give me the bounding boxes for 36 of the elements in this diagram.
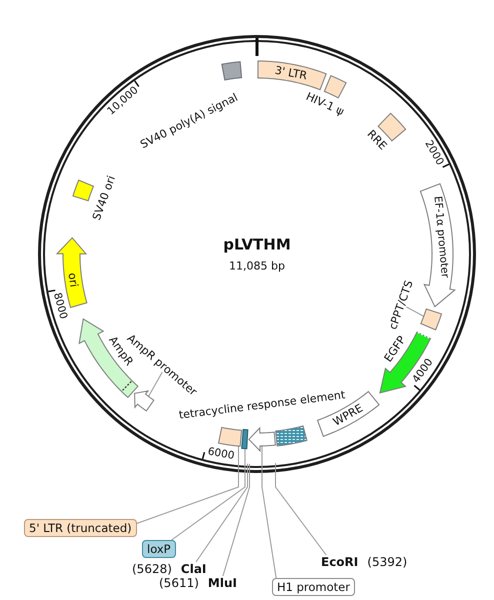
enzyme-name: EcoRI [321, 555, 358, 569]
leader-line [262, 445, 277, 578]
pointed-feature-block [247, 426, 277, 452]
tick-label: 6000 [206, 446, 235, 462]
leader-line [195, 463, 248, 562]
leader-line [171, 448, 246, 540]
leader-line [136, 446, 239, 524]
feature-label: 3' LTR [274, 64, 308, 82]
pointed-feature-block [133, 389, 155, 412]
enzyme-name: MluI [208, 576, 237, 590]
cut-position: (5392) [367, 555, 408, 569]
pointed-feature-block [419, 182, 456, 308]
feature-block [274, 424, 308, 447]
feature-label: ori [66, 272, 80, 288]
leader-line [275, 462, 327, 556]
tick-label: 8000 [52, 292, 69, 320]
feature-tag: loxP [142, 540, 176, 558]
plasmid-size: 11,085 bp [229, 260, 285, 272]
feature-tag: H1 promoter [272, 578, 355, 596]
leader-line [148, 372, 163, 397]
pointed-feature-block [378, 331, 432, 394]
cut-position: (5628) [132, 562, 172, 576]
cut-position: (5611) [159, 576, 199, 590]
feature-label: EF-1α promoter [432, 196, 450, 279]
feature-block [256, 60, 328, 91]
feature-block [217, 426, 243, 448]
feature-tag: 5' LTR (truncated) [24, 519, 137, 537]
feature-label: HIV-1 ψ [304, 90, 346, 117]
leader-line [222, 463, 250, 576]
feature-block [220, 60, 243, 81]
enzyme-name: ClaI [180, 562, 206, 576]
plasmid-name: pLVTHM [223, 238, 291, 252]
feature-block [240, 428, 249, 450]
leader-line [406, 306, 424, 317]
feature-label: SV40 ori [90, 174, 117, 222]
feature-block [419, 308, 443, 331]
